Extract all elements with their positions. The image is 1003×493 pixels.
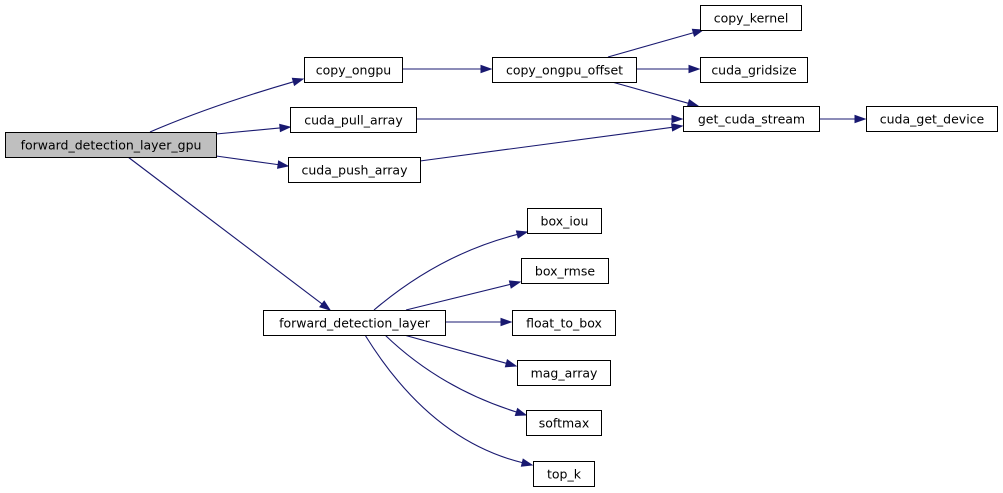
node-box[interactable] [304, 57, 403, 83]
edge-line [127, 156, 323, 305]
node-cuda_gridsize[interactable]: cuda_gridsize [700, 57, 808, 83]
arrow-head [691, 28, 705, 38]
edge-forward_detection_layer-to-mag_array [403, 334, 518, 368]
arrow-head [688, 64, 701, 74]
node-box[interactable] [288, 157, 421, 183]
node-forward_detection_layer_gpu[interactable]: forward_detection_layer_gpu [5, 132, 217, 158]
node-label: copy_kernel [714, 11, 789, 26]
edge-forward_detection_layer-to-box_rmse [405, 280, 522, 311]
node-get_cuda_stream[interactable]: get_cuda_stream [683, 106, 820, 132]
node-label: forward_detection_layer [279, 316, 431, 331]
node-box[interactable] [521, 258, 609, 284]
edge-line [364, 334, 523, 464]
node-label: forward_detection_layer_gpu [21, 138, 202, 153]
edge-copy_ongpu-to-copy_ongpu_offset [402, 64, 493, 74]
edge-line [607, 32, 694, 58]
node-box[interactable] [700, 57, 808, 83]
edge-copy_ongpu_offset-to-get_cuda_stream [611, 81, 700, 108]
node-box[interactable] [517, 360, 611, 386]
node-label: mag_array [531, 366, 598, 381]
arrow-head [671, 114, 684, 124]
arrow-head [508, 280, 522, 289]
edge-line [405, 283, 511, 311]
node-box_iou[interactable]: box_iou [527, 208, 602, 234]
node-box[interactable] [533, 461, 595, 487]
edge-copy_ongpu_offset-to-copy_kernel [607, 28, 705, 58]
node-box[interactable] [492, 57, 637, 83]
node-label: cuda_pull_array [304, 113, 403, 128]
node-label: cuda_get_device [880, 112, 985, 127]
node-box[interactable] [290, 107, 417, 133]
node-cuda_push_array[interactable]: cuda_push_array [288, 157, 421, 183]
node-top_k[interactable]: top_k [533, 461, 595, 487]
arrow-head [520, 458, 534, 467]
edge-cuda_push_array-to-get_cuda_stream [419, 123, 684, 162]
arrow-head [854, 114, 867, 124]
edge-forward_detection_layer_gpu-to-forward_detection_layer [127, 156, 332, 311]
node-forward_detection_layer[interactable]: forward_detection_layer [263, 310, 446, 336]
node-label: cuda_push_array [302, 163, 409, 178]
edge-line [215, 155, 279, 166]
arrow-head [671, 123, 684, 132]
arrow-head [515, 230, 529, 239]
node-label: copy_ongpu [316, 63, 391, 78]
node-label: float_to_box [526, 316, 602, 331]
arrow-head [279, 123, 292, 133]
node-softmax[interactable]: softmax [526, 410, 602, 436]
node-label: copy_ongpu_offset [506, 63, 623, 78]
node-mag_array[interactable]: mag_array [517, 360, 611, 386]
arrow-head [500, 317, 513, 327]
edge-forward_detection_layer_gpu-to-cuda_pull_array [215, 123, 292, 135]
node-box[interactable] [527, 208, 602, 234]
edge-forward_detection_layer_gpu-to-copy_ongpu [149, 77, 305, 133]
arrow-head [504, 359, 518, 368]
node-box[interactable] [512, 310, 616, 336]
node-label: softmax [539, 416, 589, 431]
node-box[interactable] [526, 410, 602, 436]
edge-line [611, 81, 689, 104]
edge-line [215, 127, 281, 135]
edge-forward_detection_layer_gpu-to-cuda_push_array [215, 155, 290, 169]
node-box[interactable] [866, 106, 998, 132]
node-cuda_pull_array[interactable]: cuda_pull_array [290, 107, 417, 133]
node-cuda_get_device[interactable]: cuda_get_device [866, 106, 998, 132]
node-box[interactable] [5, 132, 217, 158]
edge-get_cuda_stream-to-cuda_get_device [819, 114, 867, 124]
edges-layer [127, 28, 867, 467]
edge-line [403, 334, 507, 364]
node-label: cuda_gridsize [711, 63, 797, 78]
node-label: get_cuda_stream [698, 112, 805, 127]
edge-line [373, 233, 518, 311]
arrow-head [514, 407, 528, 416]
edge-copy_ongpu_offset-to-cuda_gridsize [636, 64, 701, 74]
node-float_to_box[interactable]: float_to_box [512, 310, 616, 336]
edge-forward_detection_layer-to-float_to_box [445, 317, 513, 327]
node-box_rmse[interactable]: box_rmse [521, 258, 609, 284]
arrow-head [277, 160, 290, 169]
node-copy_kernel[interactable]: copy_kernel [700, 5, 802, 31]
node-label: box_iou [541, 214, 589, 229]
arrow-head [319, 300, 332, 311]
node-box[interactable] [700, 5, 802, 31]
node-label: box_rmse [535, 264, 595, 279]
nodes-layer: forward_detection_layer_gpucopy_ongpucud… [5, 5, 998, 487]
edge-forward_detection_layer-to-top_k [364, 334, 534, 467]
arrow-head [686, 99, 700, 108]
edge-cuda_pull_array-to-get_cuda_stream [416, 114, 684, 124]
edge-line [149, 81, 294, 133]
node-box[interactable] [683, 106, 820, 132]
arrow-head [480, 64, 493, 74]
edge-line [384, 334, 517, 413]
edge-forward_detection_layer-to-softmax [384, 334, 528, 416]
edge-forward_detection_layer-to-box_iou [373, 230, 529, 311]
node-copy_ongpu[interactable]: copy_ongpu [304, 57, 403, 83]
node-copy_ongpu_offset[interactable]: copy_ongpu_offset [492, 57, 637, 83]
node-label: top_k [547, 467, 582, 482]
arrow-head [291, 77, 305, 87]
node-box[interactable] [263, 310, 446, 336]
edge-line [419, 126, 673, 162]
